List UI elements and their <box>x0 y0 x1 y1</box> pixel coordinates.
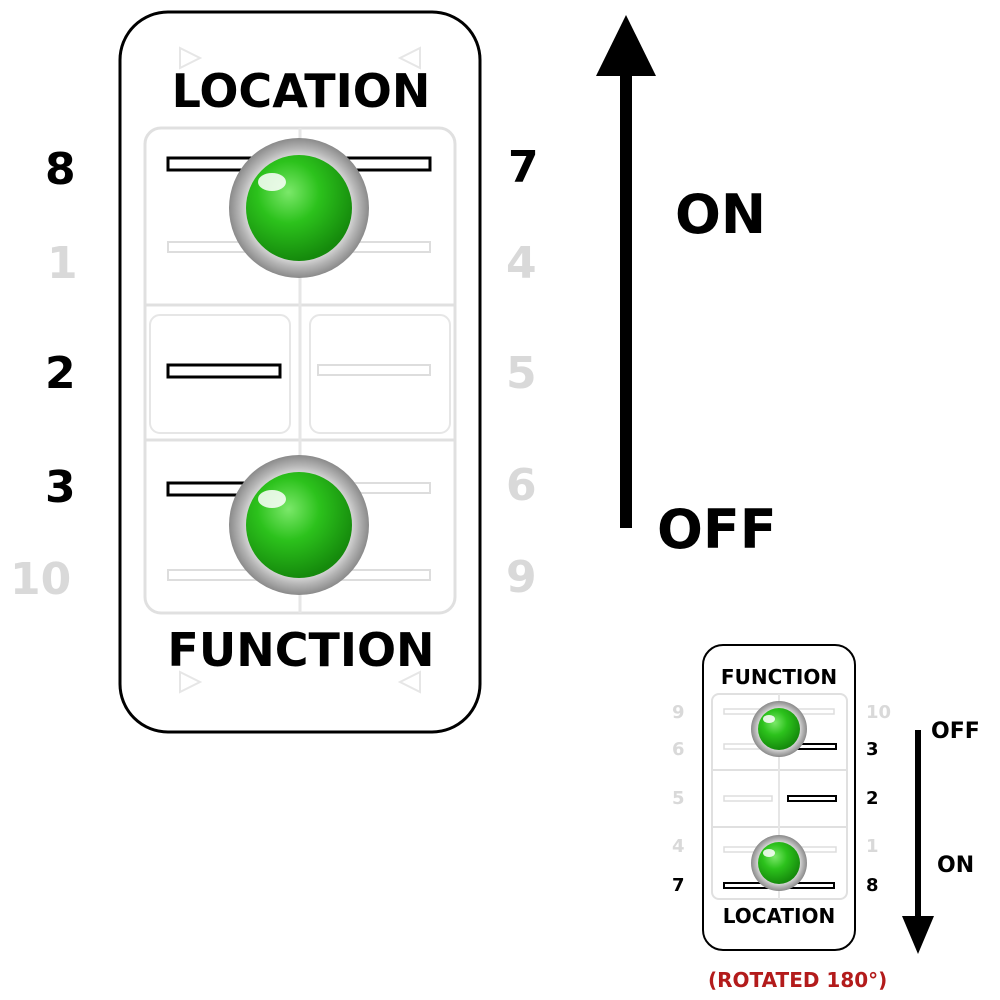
rotated-pin-5: 5 <box>672 788 685 809</box>
rotated-switch-body <box>702 644 856 951</box>
pin-1: 1 <box>47 238 78 289</box>
up-arrow-icon <box>596 15 656 528</box>
function-label: FUNCTION <box>167 623 435 677</box>
rotated-pin-1: 1 <box>866 836 879 857</box>
pin-2: 2 <box>45 348 76 399</box>
rotated-pin-8: 8 <box>866 875 879 896</box>
contact-bar-2 <box>166 363 282 379</box>
rotated-pin-7: 7 <box>672 875 685 896</box>
rotated-bottom-green-led <box>751 835 807 891</box>
bottom-green-led <box>229 455 369 595</box>
rotated-function-label: FUNCTION <box>720 665 838 689</box>
rotated-caption: (ROTATED 180°) <box>708 968 888 992</box>
pin-8: 8 <box>45 144 76 195</box>
pin-5: 5 <box>506 348 537 399</box>
rotated-on-label: ON <box>937 853 975 878</box>
pin-6: 6 <box>506 460 537 511</box>
down-arrow-icon <box>902 730 934 954</box>
pin-9: 9 <box>506 552 537 603</box>
rotated-pin-6: 6 <box>672 739 685 760</box>
pin-10: 10 <box>10 554 72 605</box>
pin-3: 3 <box>45 462 76 513</box>
rotated-pin-4: 4 <box>672 836 685 857</box>
rotated-off-label: OFF <box>931 719 980 744</box>
top-green-led <box>229 138 369 278</box>
rotated-top-green-led <box>751 701 807 757</box>
main-switch-body <box>118 10 482 734</box>
location-label: LOCATION <box>171 64 431 118</box>
rotated-pin-9: 9 <box>672 702 685 723</box>
rotated-pin-10: 10 <box>866 702 892 723</box>
off-label: OFF <box>657 498 777 561</box>
rotated-pin-2: 2 <box>866 788 879 809</box>
rotated-location-label: LOCATION <box>722 904 836 928</box>
main-switch: LOCATION FUNCTION <box>0 0 560 740</box>
on-label: ON <box>675 183 767 246</box>
pin-4: 4 <box>506 238 537 289</box>
rotated-pin-3: 3 <box>866 739 879 760</box>
pin-7: 7 <box>508 142 539 193</box>
